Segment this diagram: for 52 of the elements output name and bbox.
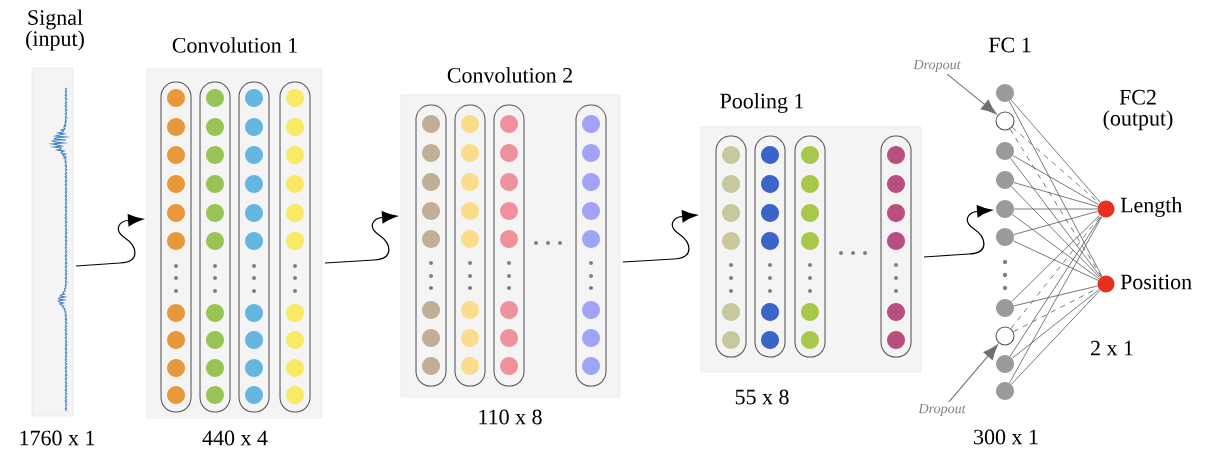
size-label: 110 x 8 <box>479 409 542 425</box>
connection-line <box>1010 158 1102 278</box>
connection-line <box>1013 182 1098 207</box>
size-label: 2 x 1 <box>1091 340 1133 356</box>
neuron <box>996 171 1014 189</box>
neuron <box>996 299 1014 317</box>
arrow <box>75 214 144 267</box>
arrow <box>622 210 698 263</box>
connection-line <box>1011 214 1101 302</box>
layer-title: FC 1 <box>989 37 1031 53</box>
size-label: 55 x 8 <box>735 389 789 405</box>
neuron <box>996 382 1014 400</box>
connection-line <box>1012 155 1099 205</box>
dropout-label: Dropout <box>913 59 961 73</box>
size-label: 1760 x 1 <box>20 430 95 446</box>
connection-line <box>1009 128 1102 277</box>
layer-title: Signal (input) <box>26 9 84 51</box>
layer-title: Convolution 1 <box>172 37 297 53</box>
neuron <box>995 326 1015 346</box>
size-label: 300 x 1 <box>974 429 1038 445</box>
neuron <box>995 111 1015 131</box>
connection-line <box>1013 208 1098 210</box>
neuron <box>996 84 1014 102</box>
output-neuron <box>1097 275 1115 293</box>
neuron <box>996 142 1014 160</box>
dropout-label: Dropout <box>918 403 966 417</box>
size-label: 440 x 4 <box>202 430 268 446</box>
connection-line <box>1009 216 1102 357</box>
output-label: Length <box>1120 197 1183 217</box>
connection-line <box>1009 216 1103 384</box>
output-neuron <box>1097 200 1115 218</box>
layer-title: Pooling 1 <box>720 93 804 113</box>
connection-line <box>1013 285 1098 307</box>
connection-line <box>1013 210 1098 235</box>
connection-line <box>1009 100 1103 277</box>
connection-line <box>1012 214 1100 280</box>
neuron <box>996 228 1014 246</box>
layer-title: FC2 (output) <box>1103 89 1173 131</box>
connection-line <box>1013 287 1099 333</box>
layer-title: Convolution 2 <box>447 67 572 83</box>
output-label: Position <box>1120 274 1192 290</box>
neuron <box>996 355 1014 373</box>
connection-line <box>1010 99 1101 203</box>
connection-line <box>1011 290 1101 385</box>
arrow <box>923 205 993 258</box>
neuron <box>996 200 1014 218</box>
connection-line <box>1011 289 1100 359</box>
arrow <box>946 73 997 115</box>
connection-line <box>1013 240 1099 281</box>
arrow <box>324 211 398 264</box>
arrow <box>948 344 998 403</box>
connection-line <box>1011 186 1101 279</box>
